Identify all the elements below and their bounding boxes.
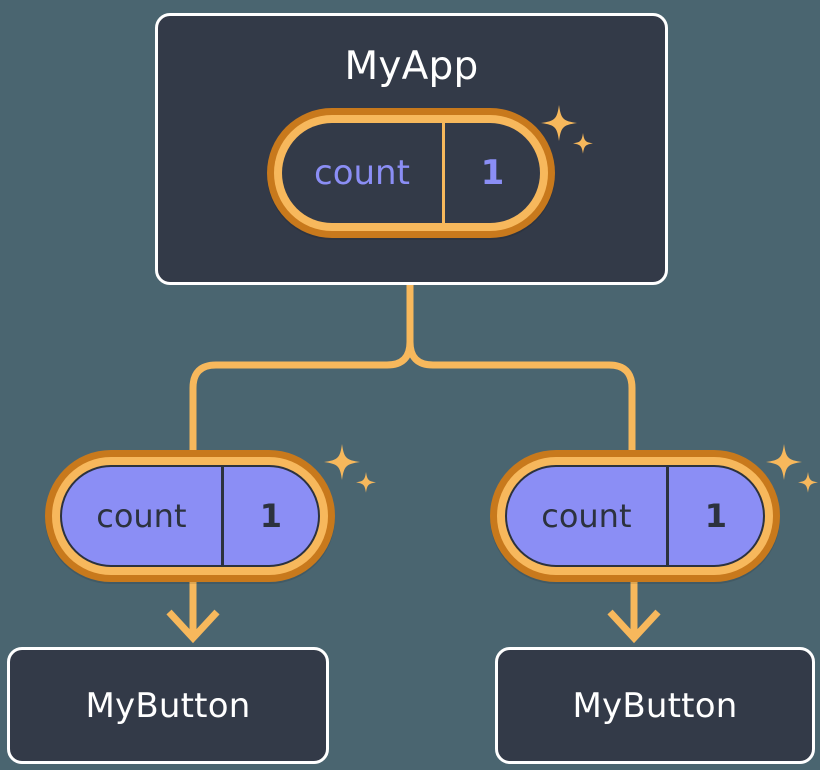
- state-key-label: count: [541, 497, 632, 535]
- component-label-mybutton-right: MyButton: [572, 685, 738, 726]
- sparkle-small-glyph: [356, 472, 376, 493]
- component-card-mybutton-right[interactable]: MyButton: [495, 647, 815, 764]
- arrow-left-pill-to-mybutton: [166, 578, 220, 644]
- state-value-label: 1: [220, 467, 318, 565]
- arrow-right-pill-to-mybutton: [607, 578, 661, 644]
- state-pill-inner-ring: count 1: [52, 457, 328, 575]
- state-pill-child-right[interactable]: count 1: [490, 450, 780, 582]
- component-label-mybutton-left: MyButton: [85, 685, 251, 726]
- state-key-label: count: [96, 497, 187, 535]
- state-value-label: 1: [665, 467, 763, 565]
- connector-branch-path: [189, 281, 636, 456]
- state-pill-body: count 1: [505, 465, 765, 567]
- component-label-myapp: MyApp: [344, 44, 479, 89]
- state-pill-child-left[interactable]: count 1: [45, 450, 335, 582]
- state-pill-body: count 1: [60, 465, 320, 567]
- sparkle-small-glyph: [798, 472, 818, 493]
- state-key-label: count: [314, 153, 410, 193]
- state-value-label: 1: [441, 123, 540, 223]
- state-pill-inner-ring: count 1: [274, 115, 548, 231]
- state-pill-myapp[interactable]: count 1: [267, 108, 555, 238]
- state-pill-body: count 1: [282, 123, 540, 223]
- sparkle-large-glyph: [766, 444, 802, 480]
- sparkle-large-glyph: [324, 444, 360, 480]
- state-pill-inner-ring: count 1: [497, 457, 773, 575]
- component-card-mybutton-left[interactable]: MyButton: [7, 647, 329, 764]
